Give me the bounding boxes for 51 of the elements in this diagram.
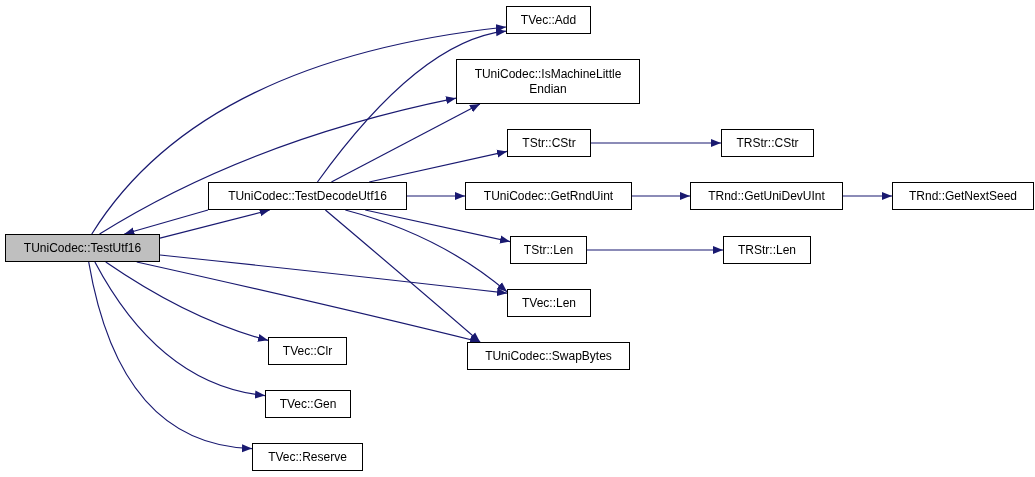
function-box (465, 182, 632, 210)
call-arrow (324, 209, 481, 343)
function-name: TVec::Clr (282, 343, 333, 359)
function-name: TUniCodec::TestUtf16 (23, 240, 142, 256)
function-box (506, 6, 591, 34)
call-arrow (586, 246, 724, 254)
function-name: TUniCodec::GetRndUint (483, 188, 614, 204)
function-name: TUniCodec::TestDecodeUtf16 (228, 188, 387, 204)
call-arrow (94, 261, 266, 399)
call-arrow (344, 209, 508, 293)
function-box (723, 236, 811, 264)
function-box (892, 182, 1034, 210)
call-arrow (159, 254, 508, 297)
function-box (510, 236, 587, 264)
call-arrow (364, 209, 511, 244)
function-name: TVec::Add (520, 12, 577, 28)
function-name: TRStr::Len (738, 242, 796, 258)
function-name: TRStr::CStr (736, 135, 799, 151)
function-box (467, 342, 630, 370)
call-arrow (159, 208, 271, 239)
call-arrow (316, 28, 507, 183)
function-box (507, 289, 591, 317)
call-arrow (88, 261, 253, 452)
call-arrow (105, 261, 269, 342)
call-arrow (330, 103, 481, 183)
function-box (208, 182, 407, 210)
function-name: TVec::Reserve (268, 449, 347, 465)
function-box (690, 182, 843, 210)
call-arrow (590, 139, 722, 147)
function-box (268, 337, 347, 365)
function-box (5, 234, 160, 262)
function-box (252, 443, 363, 471)
call-arrow (631, 192, 691, 200)
function-name: TRnd::GetUniDevUInt (708, 188, 825, 204)
function-name: TRnd::GetNextSeed (908, 188, 1018, 204)
call-arrow (368, 149, 508, 183)
function-box (265, 390, 351, 418)
function-name: TStr::Len (523, 242, 574, 258)
call-arrow (406, 192, 466, 200)
call-arrow (123, 209, 209, 236)
function-box (721, 129, 814, 157)
function-box (507, 129, 591, 157)
call-arrow (842, 192, 893, 200)
function-name: TStr::CStr (522, 135, 576, 151)
call-arrow (98, 96, 457, 235)
function-box (456, 59, 640, 104)
function-name: TUniCodec::IsMachineLittle Endian (473, 66, 623, 97)
function-name: TVec::Gen (279, 396, 337, 412)
function-name: TUniCodec::SwapBytes (485, 348, 612, 364)
call-arrow (91, 24, 507, 235)
function-name: TVec::Len (521, 295, 576, 311)
